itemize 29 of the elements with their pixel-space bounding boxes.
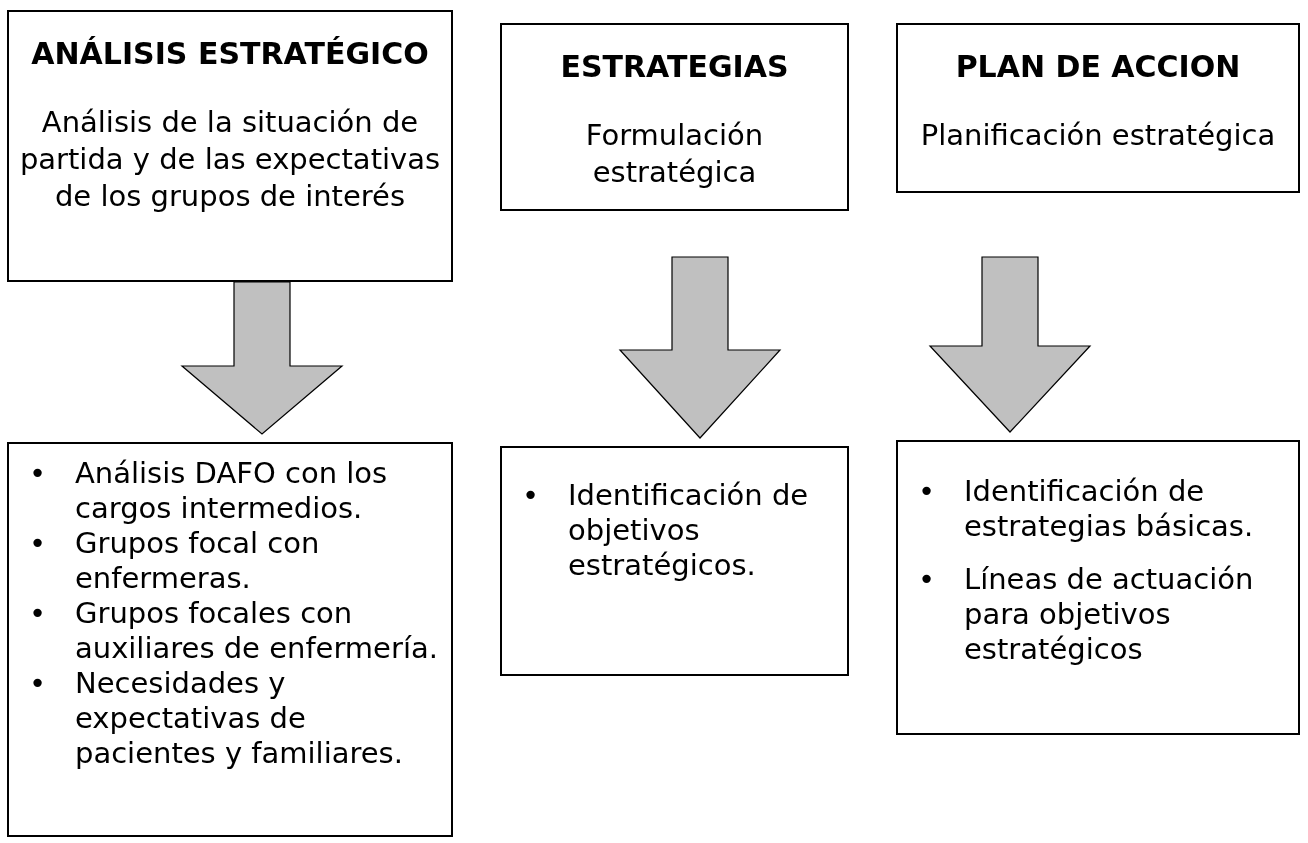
bullet: • bbox=[918, 474, 936, 509]
text-box bbox=[7, 10, 453, 282]
box-description: Análisis de la situación de partida y de las expectativas de los grupos de interés bbox=[18, 104, 442, 215]
bullet-item: Grupos focales con auxiliares de enfermería. bbox=[75, 596, 439, 666]
block-arrow bbox=[618, 256, 782, 439]
text-box bbox=[896, 23, 1300, 193]
box-description: Planificación estratégica bbox=[919, 117, 1277, 154]
block-arrow bbox=[180, 281, 344, 435]
block-arrow bbox=[928, 256, 1092, 433]
box-heading: ANÁLISIS ESTRATÉGICO bbox=[30, 36, 430, 72]
box-heading: PLAN DE ACCION bbox=[954, 49, 1242, 85]
box-description: Formulación estratégica bbox=[584, 117, 765, 191]
bullet: • bbox=[522, 478, 540, 513]
bullet-item: Análisis DAFO con los cargos intermedios. bbox=[75, 456, 389, 526]
bullet-item: Identificación de estrategias básicas. bbox=[964, 474, 1255, 544]
bullet: • bbox=[29, 666, 47, 701]
bullet: • bbox=[29, 456, 47, 491]
bullet-item: Identificación de objetivos estratégicos. bbox=[568, 478, 810, 583]
bullet: • bbox=[29, 596, 47, 631]
bullet-item: Líneas de actuación para objetivos estratégicos bbox=[964, 562, 1255, 667]
text-box bbox=[500, 446, 849, 676]
box-heading: ESTRATEGIAS bbox=[559, 49, 790, 85]
text-box bbox=[7, 442, 453, 837]
bullet: • bbox=[29, 526, 47, 561]
bullet-item: Grupos focal con enfermeras. bbox=[75, 526, 321, 596]
bullet: • bbox=[918, 562, 936, 597]
text-box bbox=[896, 440, 1300, 735]
text-box bbox=[500, 23, 849, 211]
bullet-item: Necesidades y expectativas de pacientes y familiares. bbox=[75, 666, 404, 771]
